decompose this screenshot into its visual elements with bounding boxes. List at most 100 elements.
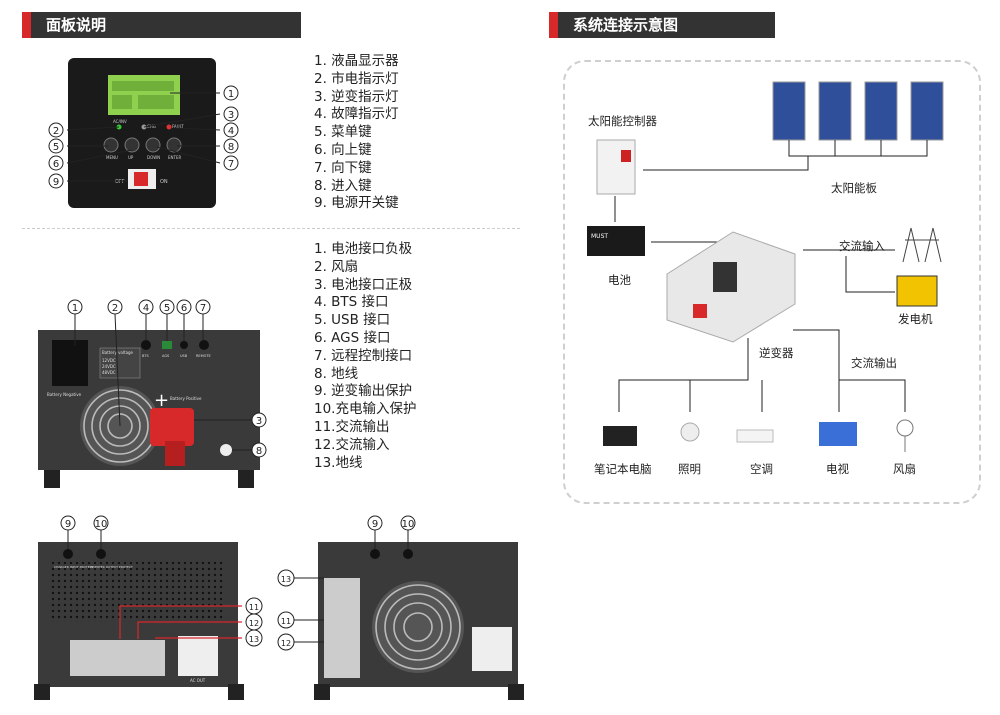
battery-voltage-label: Battery voltage [102,350,134,355]
list-item: 11.交流输出 [314,418,390,435]
v12-label: 12VDC [102,358,116,363]
list-item: 9. 逆变输出保护 [314,383,413,400]
fan-icon [896,419,914,437]
tv-icon [819,422,857,446]
unit-b-callout-13: 13 [281,575,291,584]
list-item: 3. 电池接口正极 [314,276,413,293]
list-item: 9. 电源开关键 [314,195,399,212]
callout-4: 4 [228,126,234,137]
unit-b-callout-9: 9 [372,519,378,530]
solar-panel-label: 太阳能板 [831,181,877,195]
callout-9: 9 [53,177,59,188]
list-item: 2. 风扇 [314,258,359,275]
unit-a-callout-10: 10 [95,519,108,530]
generator-label: 发电机 [898,312,933,326]
battery-positive-label: Battery Positive [170,396,202,401]
usb-label: USB [180,354,188,358]
rear-legend-list: 1. 电池接口负极 2. 风扇 3. 电池接口正极 4. BTS 接口 5. U… [314,241,416,472]
generator-icon [896,275,938,307]
inverter-protect-label: INVERTER OUTPUT PROTECT [90,565,133,569]
fault-label: FAULT [172,124,184,129]
rear-callout-3: 3 [256,416,262,427]
list-item: 1. 电池接口负极 [314,241,413,257]
list-item: 5. USB 接口 [314,312,391,329]
ags-label: AGS [162,354,170,358]
remote-label: REMOTE [196,354,211,358]
panel-legend-list: 1. 液晶显示器 2. 市电指示灯 3. 逆变指示灯 4. 故障指示灯 5. 菜… [314,53,399,213]
bottom-unit-b: 9 10 13 11 12 [277,515,524,700]
list-item: 8. 进入键 [314,177,372,194]
off-label: OFF [115,179,125,185]
list-item: 10.充电输入保护 [314,401,417,418]
list-item: 6. 向上键 [314,141,372,158]
unit-a-callout-13: 13 [249,635,259,644]
rear-callout-8: 8 [256,446,262,457]
svg-text:+: + [154,390,169,411]
unit-b-callout-12: 12 [281,639,291,648]
v48-label: 48VDC [102,370,116,375]
battery-icon [587,226,645,256]
unit-a-callout-11: 11 [249,603,259,612]
ac-output-label: 交流输出 [851,356,897,370]
front-panel-figure: AC/INV CHG FAULT MENU UP DOWN ENTER OFF … [48,58,239,208]
callout-7: 7 [228,159,234,170]
ac-out-label: AC OUT [190,678,206,683]
panel-header-title: 面板说明 [46,16,107,34]
down-label: DOWN [147,155,160,160]
rear-callout-4: 4 [143,303,149,314]
list-item: 8. 地线 [314,365,359,382]
list-item: 7. 远程控制接口 [314,347,413,364]
solar-controller-label: 太阳能控制器 [588,114,657,128]
air-conditioner-icon [736,429,774,443]
rear-callout-5: 5 [164,303,170,314]
list-item: 4. BTS 接口 [314,294,389,311]
list-item: 12.交流输入 [314,436,390,453]
list-item: 13.地线 [314,454,363,471]
ac-input-label: 交流输入 [839,239,885,253]
list-item: 7. 向下键 [314,159,372,176]
menu-label: MENU [106,155,118,160]
bts-label: BTS [142,354,150,358]
rear-callout-1: 1 [72,303,78,314]
load-label-ac: 空调 [750,462,773,476]
solar-controller-icon [596,139,636,195]
section-divider [22,228,520,229]
chg-label: CHG [147,124,156,129]
unit-a-callout-9: 9 [65,519,71,530]
unit-b-callout-10: 10 [402,519,415,530]
ac-inv-label: AC/INV [113,119,127,124]
panel-header: 面板说明 [22,12,301,38]
load-label-lighting: 照明 [678,462,701,476]
up-label: UP [128,155,134,160]
callout-1: 1 [228,89,234,100]
load-label-tv: 电视 [826,462,849,476]
on-label: ON [160,179,168,185]
battery-label: 电池 [608,273,631,287]
rear-panel-figure: Battery Negative Battery voltage 12VDC 2… [38,299,267,488]
system-header-title: 系统连接示意图 [573,16,679,34]
system-diagram: MUST [587,81,944,452]
callout-8: 8 [228,142,234,153]
v24-label: 24VDC [102,364,116,369]
callout-6: 6 [53,159,59,170]
light-bulb-icon [680,422,700,442]
inverter-label: 逆变器 [759,346,794,360]
load-label-fan: 风扇 [893,462,916,476]
rear-callout-2: 2 [112,303,118,314]
unit-a-callout-12: 12 [249,619,259,628]
rear-callout-6: 6 [181,303,187,314]
list-item: 3. 逆变指示灯 [314,88,399,105]
load-label-laptop: 笔记本电脑 [594,462,652,476]
callout-5: 5 [53,142,59,153]
list-item: 2. 市电指示灯 [314,70,399,87]
solar-panel-icons [772,81,944,141]
list-item: 1. 液晶显示器 [314,53,399,69]
list-item: 4. 故障指示灯 [314,106,399,123]
power-tower-icon [902,227,942,263]
battery-brand-label: MUST [591,233,608,240]
enter-label: ENTER [168,155,181,160]
callout-2: 2 [53,126,59,137]
laptop-icon [603,426,637,446]
system-diagram-frame [563,60,981,504]
rear-callout-7: 7 [200,303,206,314]
